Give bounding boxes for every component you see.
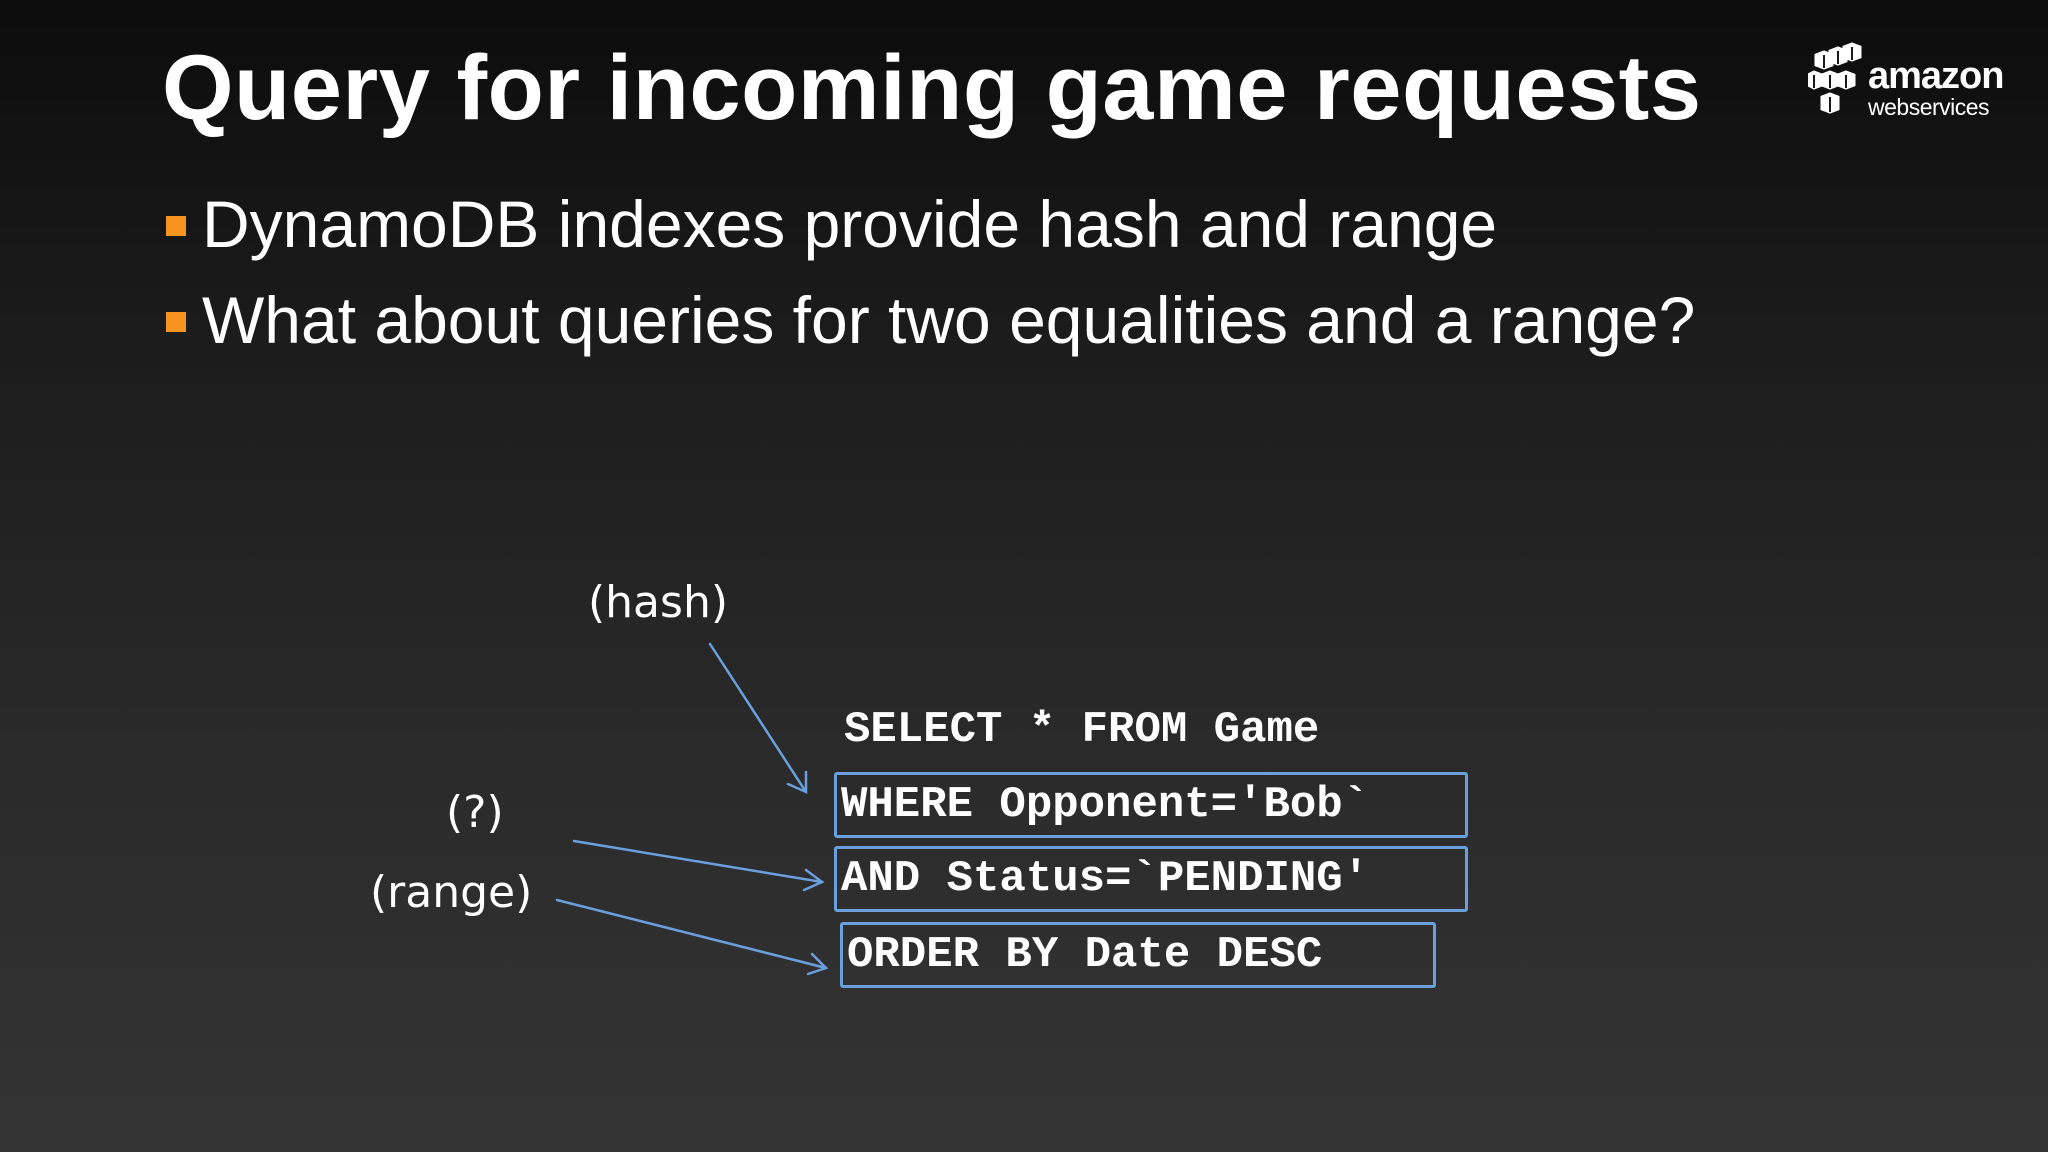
bullet-list: DynamoDB indexes provide hash and range … (166, 186, 1695, 378)
sql-where-line: WHERE Opponent='Bob` (834, 772, 1468, 838)
aws-cubes-icon (1808, 42, 1862, 114)
sql-select-line: SELECT * FROM Game (844, 705, 1320, 755)
sql-and-line: AND Status=`PENDING' (834, 846, 1468, 912)
hash-arrow (708, 642, 808, 794)
question-arrow (572, 839, 825, 892)
aws-logo: amazon webservices (1808, 42, 2008, 122)
slide-title: Query for incoming game requests (162, 37, 1702, 139)
bullet-text: DynamoDB indexes provide hash and range (202, 187, 1498, 261)
hash-annotation: (hash) (588, 577, 728, 628)
sql-order-line: ORDER BY Date DESC (840, 922, 1436, 988)
bullet-item: What about queries for two equalities an… (166, 282, 1695, 378)
question-annotation: (?) (446, 787, 504, 838)
bullet-text: What about queries for two equalities an… (202, 283, 1696, 357)
bullet-marker (166, 312, 186, 332)
range-annotation: (range) (370, 867, 533, 918)
bullet-item: DynamoDB indexes provide hash and range (166, 186, 1695, 282)
aws-logo-tagline: webservices (1868, 94, 1990, 120)
aws-logo-wordmark: amazon (1868, 55, 2004, 97)
bullet-marker (166, 216, 186, 236)
range-arrow (555, 898, 829, 976)
